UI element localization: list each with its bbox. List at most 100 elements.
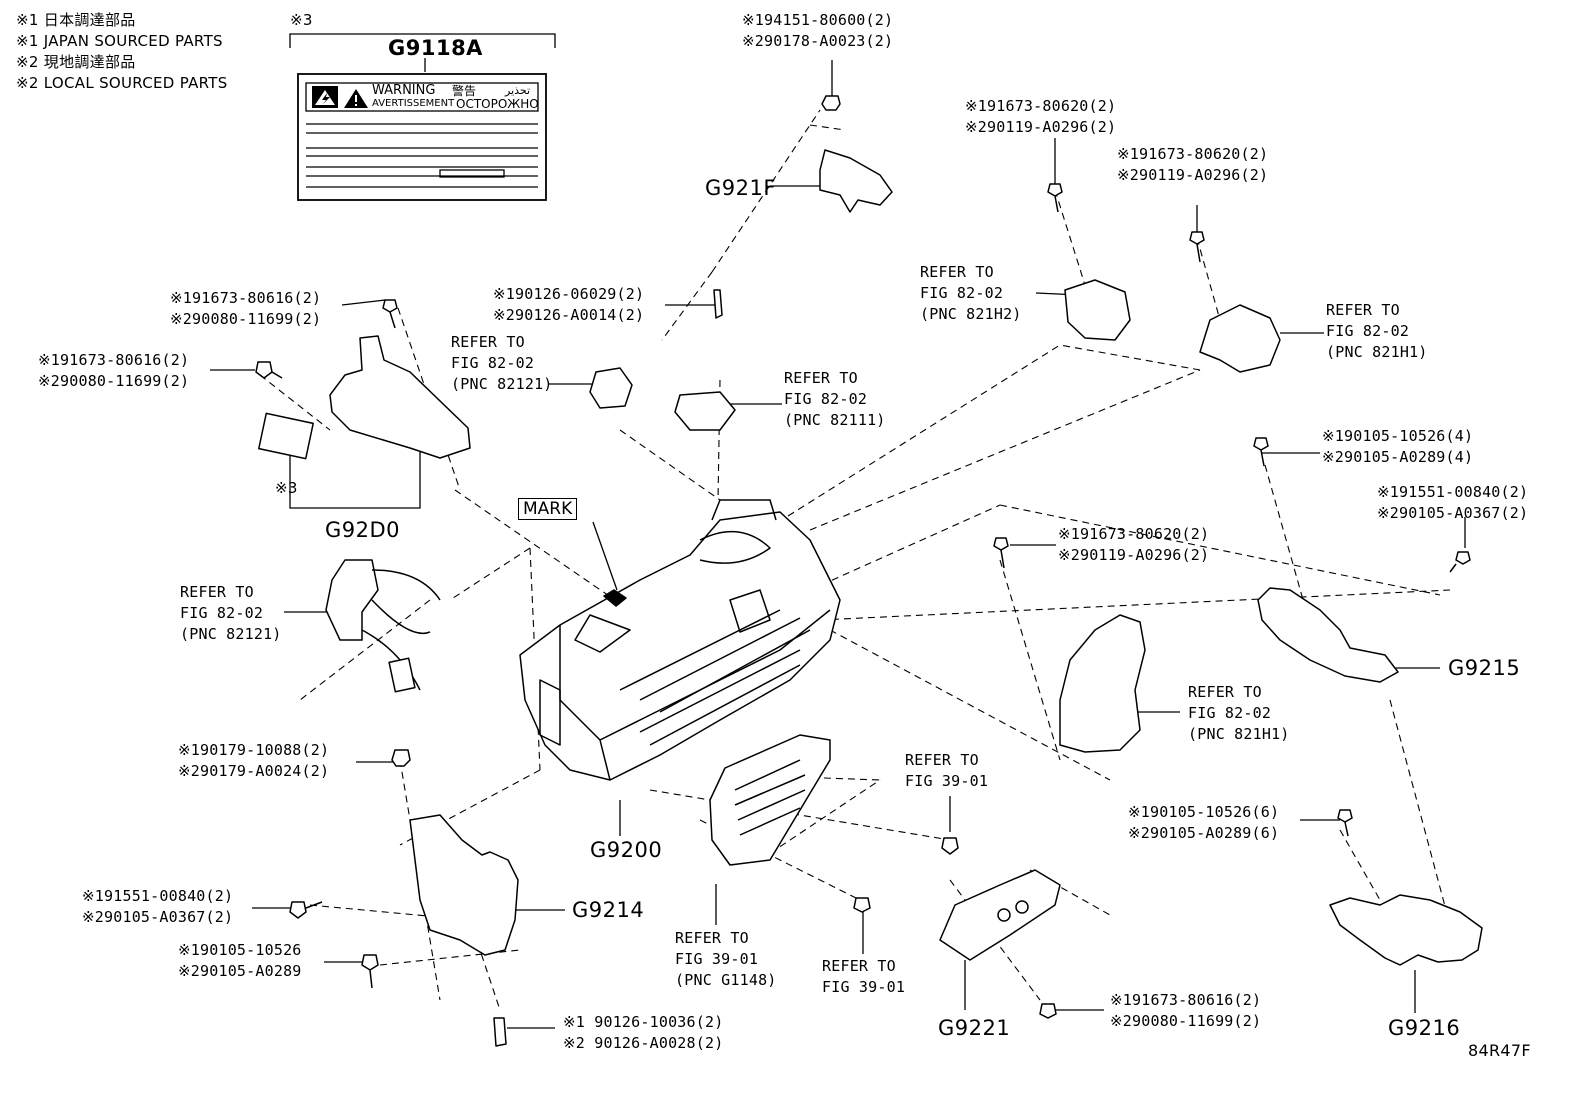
refer-line: FIG 82-02	[1326, 322, 1410, 340]
refer-line: FIG 39-01	[822, 978, 906, 996]
nut-icon	[391, 749, 411, 767]
refer-line: REFER TO	[180, 583, 254, 601]
warning-label-sheet	[297, 73, 547, 201]
bolt-icon	[1039, 1003, 1057, 1019]
part-number-g9221: G9221	[938, 1016, 1011, 1040]
callout-line: ※290119-A0296(2)	[1117, 166, 1269, 184]
callout-190126-b: ※1 90126-10036(2) ※2 90126-A0028(2)	[563, 1012, 723, 1054]
part-number-g9200: G9200	[590, 838, 663, 862]
callout-190105-4: ※190105-10526(4) ※290105-A0289(4)	[1322, 426, 1473, 468]
refer-line: (PNC G1148)	[675, 971, 777, 989]
callout-line: ※290105-A0289(4)	[1322, 448, 1474, 466]
label-sticker	[258, 412, 314, 460]
bolt-icon	[1189, 231, 1205, 263]
callout-line: ※290105-A0289	[178, 962, 302, 980]
nut-icon	[821, 95, 841, 111]
refer-line: (PNC 82111)	[784, 411, 886, 429]
refer-line: (PNC 821H1)	[1326, 343, 1428, 361]
part-number-g92d0: G92D0	[325, 518, 401, 542]
callout-line: ※191673-80620(2)	[1058, 525, 1210, 543]
callout-line: ※191551-00840(2)	[82, 887, 234, 905]
part-number-g9216: G9216	[1388, 1016, 1461, 1040]
callout-191551-b: ※191551-00840(2) ※290105-A0367(2)	[82, 886, 233, 928]
callout-line: ※290178-A0023(2)	[742, 32, 894, 50]
callout-190179: ※190179-10088(2) ※290179-A0024(2)	[178, 740, 329, 782]
callout-line: ※190105-10526(6)	[1128, 803, 1280, 821]
callout-line: ※190126-06029(2)	[493, 285, 645, 303]
refer-line: REFER TO	[451, 333, 525, 351]
refer-82121-left: REFER TO FIG 82-02 (PNC 82121)	[180, 582, 282, 645]
bolt-icon	[1253, 437, 1269, 467]
refer-line: FIG 82-02	[451, 354, 535, 372]
refer-82111: REFER TO FIG 82-02 (PNC 82111)	[784, 368, 886, 431]
bolt-icon	[382, 299, 398, 329]
label-ref-mark: ※3	[290, 11, 313, 29]
warning-text-jp: 警告	[452, 84, 477, 98]
refer-39-01-b: REFER TO FIG 39-01	[822, 956, 905, 998]
bolt-icon	[941, 837, 959, 855]
sensor-821h2	[1064, 279, 1131, 341]
stud-icon	[493, 1017, 507, 1047]
bracket-821h1	[1059, 614, 1146, 753]
warning-triangle-icon	[312, 86, 368, 108]
bracket-g921f	[819, 149, 893, 213]
callout-line: ※191551-00840(2)	[1377, 483, 1529, 501]
bracket-g9215	[1257, 587, 1399, 683]
callout-191673-80620-b: ※191673-80620(2) ※290119-A0296(2)	[1117, 144, 1268, 186]
bolt-icon	[255, 361, 283, 379]
callout-191673-80616-b: ※191673-80616(2) ※290080-11699(2)	[38, 350, 189, 392]
callout-191673-80616-c: ※191673-80616(2) ※290080-11699(2)	[1110, 990, 1261, 1032]
refer-line: FIG 82-02	[784, 390, 868, 408]
callout-194151: ※194151-80600(2) ※290178-A0023(2)	[742, 10, 893, 52]
warning-text-en: WARNING	[372, 83, 436, 98]
callout-line: ※190105-10526(4)	[1322, 427, 1474, 445]
callout-190105-6: ※190105-10526(6) ※290105-A0289(6)	[1128, 802, 1279, 844]
refer-line: REFER TO	[905, 751, 979, 769]
bolt-icon	[853, 897, 871, 913]
mark-label: MARK	[518, 498, 578, 520]
callout-line: ※290105-A0367(2)	[1377, 504, 1529, 522]
callout-191673-80620-a: ※191673-80620(2) ※290119-A0296(2)	[965, 96, 1116, 138]
callout-line: ※290126-A0014(2)	[493, 306, 645, 324]
refer-line: REFER TO	[784, 369, 858, 387]
callout-line: ※194151-80600(2)	[742, 11, 894, 29]
warning-text-ru: ОСТОРОЖНО	[456, 97, 539, 111]
refer-39-01-a: REFER TO FIG 39-01	[905, 750, 988, 792]
part-number-g9215: G9215	[1448, 656, 1521, 680]
inverter-assembly-g9200	[519, 511, 841, 781]
callout-line: ※191673-80620(2)	[965, 97, 1117, 115]
bracket-g9214	[409, 814, 519, 956]
header-line: ※1 JAPAN SOURCED PARTS	[16, 32, 223, 50]
sensor-821h1	[1199, 304, 1281, 373]
refer-line: FIG 39-01	[905, 772, 989, 790]
refer-line: REFER TO	[920, 263, 994, 281]
header-line: ※2 現地調達部品	[16, 53, 136, 71]
callout-line: ※290080-11699(2)	[170, 310, 322, 328]
part-number-g9118a: G9118A	[388, 36, 483, 60]
bolt-icon	[1337, 809, 1353, 837]
callout-line: ※190105-10526	[178, 941, 302, 959]
bracket-g9216	[1329, 894, 1483, 966]
bolt-icon	[289, 901, 323, 919]
callout-line: ※290119-A0296(2)	[965, 118, 1117, 136]
warning-text-ar: تحذير	[505, 84, 531, 97]
connector-82121	[589, 367, 633, 409]
callout-190126: ※190126-06029(2) ※290126-A0014(2)	[493, 284, 644, 326]
refer-line: REFER TO	[822, 957, 896, 975]
callout-190105-1: ※190105-10526 ※290105-A0289	[178, 940, 302, 982]
callout-line: ※191673-80616(2)	[170, 289, 322, 307]
refer-line: FIG 82-02	[1188, 704, 1272, 722]
part-number-g9214: G9214	[572, 898, 645, 922]
refer-line: FIG 39-01	[675, 950, 759, 968]
connector-82111	[674, 391, 736, 431]
callout-line: ※290105-A0289(6)	[1128, 824, 1280, 842]
cover-g92d0	[329, 335, 471, 459]
mark-square	[603, 589, 627, 607]
callout-line: ※190179-10088(2)	[178, 741, 330, 759]
callout-191673-80616-a: ※191673-80616(2) ※290080-11699(2)	[170, 288, 321, 330]
refer-821h1-mid: REFER TO FIG 82-02 (PNC 821H1)	[1188, 682, 1290, 745]
figure-code: 84R47F	[1468, 1041, 1531, 1060]
callout-line: ※191673-80616(2)	[38, 351, 190, 369]
callout-line: ※290119-A0296(2)	[1058, 546, 1210, 564]
